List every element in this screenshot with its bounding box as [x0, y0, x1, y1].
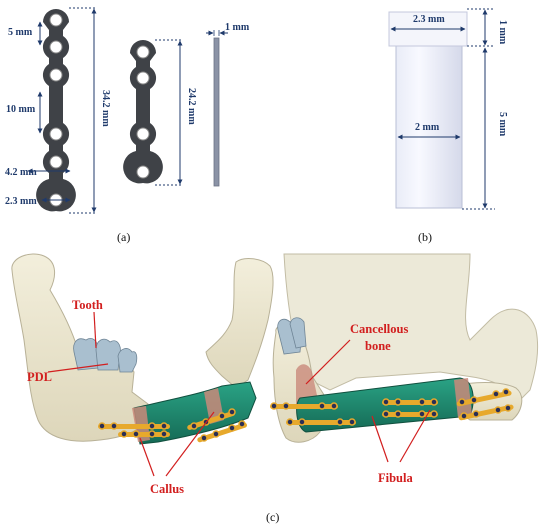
long-plate-6-hole — [36, 9, 76, 212]
label-fibula: Fibula — [378, 471, 413, 485]
label-head-1mm: 1 mm — [497, 20, 508, 45]
label-callus: Callus — [150, 482, 184, 496]
label-24-2mm: 24.2 mm — [186, 88, 197, 125]
short-plate-hole-4 — [136, 165, 150, 179]
panel-b: 2.3 mm 2 mm 1 mm 5 mm (b) — [388, 8, 508, 244]
label-10mm: 10 mm — [6, 104, 36, 115]
callus-right — [454, 378, 472, 418]
mandible-right-ramus-far — [205, 258, 274, 389]
long-plate-hole-3 — [49, 68, 63, 82]
skull-background — [283, 253, 539, 401]
caption-a: (a) — [117, 230, 130, 244]
panel-c-left-mandible: Tooth PDL Callus — [11, 253, 274, 496]
label-cancellous: Cancellous — [350, 322, 408, 336]
label-34-2mm: 34.2 mm — [100, 90, 111, 127]
callout-lines-right — [305, 339, 431, 463]
panel-c-right-section: Cancellous bone Fibula — [270, 253, 539, 485]
screw-model — [388, 11, 468, 209]
short-plate-hole-2 — [136, 71, 150, 85]
long-plate-hole-1 — [49, 13, 63, 27]
screws-right — [270, 388, 512, 426]
label-tooth: Tooth — [72, 298, 103, 312]
tooth-section — [277, 317, 307, 355]
screw-dimensions — [390, 8, 495, 210]
label-5mm: 5 mm — [8, 27, 33, 38]
short-plate-dimensions — [155, 39, 183, 186]
screw-shaft — [395, 43, 463, 209]
teeth-left — [73, 338, 138, 373]
short-plate-hole-3 — [136, 127, 150, 141]
short-plate-body — [123, 40, 163, 184]
panel-a: 5 mm 10 mm 4.2 mm 2.3 mm 34.2 mm 24.2 mm… — [5, 7, 250, 244]
long-plate-dimensions — [27, 7, 97, 214]
long-plate-body — [36, 9, 76, 212]
label-1mm-thickness: 1 mm — [225, 22, 250, 33]
label-bone: bone — [365, 339, 391, 353]
label-head-2-3mm: 2.3 mm — [413, 14, 445, 25]
label-4-2mm: 4.2 mm — [5, 167, 37, 178]
label-2-3mm: 2.3 mm — [5, 196, 37, 207]
long-plate-hole-4 — [49, 127, 63, 141]
label-pdl: PDL — [27, 370, 52, 384]
long-plate-hole-2 — [49, 40, 63, 54]
plate-side-view — [206, 30, 228, 187]
short-plate-4-hole — [123, 40, 163, 184]
long-plate-hole-5 — [49, 155, 63, 169]
callout-lines-left — [47, 311, 215, 477]
caption-b: (b) — [418, 230, 432, 244]
screws-left — [98, 408, 246, 442]
label-shaft-2mm: 2 mm — [415, 122, 440, 133]
caption-c: (c) — [266, 510, 279, 524]
short-plate-hole-1 — [136, 45, 150, 59]
label-shaft-5mm: 5 mm — [497, 112, 508, 137]
